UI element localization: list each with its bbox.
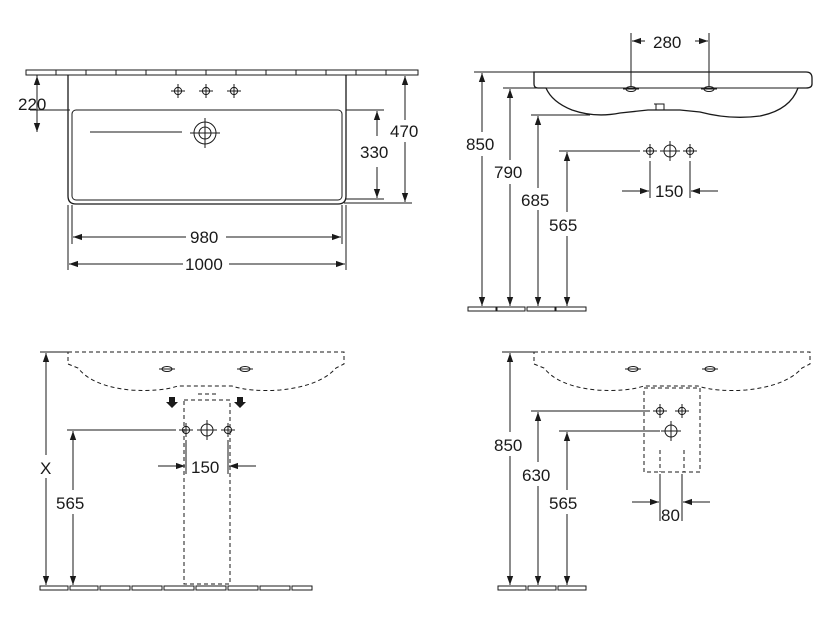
side-view: 280 850 790 685 565 — [466, 33, 813, 312]
basin-dashed-outline — [67, 351, 345, 391]
supply-connector-icon — [178, 422, 194, 438]
supply-connector-icon — [682, 143, 698, 159]
arrow-down-icon — [166, 397, 178, 408]
semi-pedestal-dashed-outline — [643, 387, 701, 473]
front-pedestal-view: X 565 150 — [39, 351, 345, 591]
dim-80-label: 80 — [661, 506, 680, 525]
wall-strip — [25, 69, 419, 76]
top-view: 220 470 330 980 1000 — [18, 69, 419, 274]
dim-685-label: 685 — [521, 191, 549, 210]
dim-220-label: 220 — [18, 95, 46, 114]
dim-150-label: 150 — [191, 458, 219, 477]
dim-850-label: 850 — [466, 135, 494, 154]
dim-1000-label: 1000 — [185, 255, 223, 274]
dim-980-label: 980 — [190, 228, 218, 247]
bowl-outline — [71, 109, 343, 201]
drain-connector-icon — [659, 140, 681, 162]
tap-hole-icon — [170, 83, 186, 99]
dim-470-label: 470 — [390, 122, 418, 141]
drain-connector-icon — [660, 420, 682, 442]
dim-330-label: 330 — [360, 143, 388, 162]
dim-x-label: X — [40, 459, 51, 478]
floor-strip — [39, 585, 313, 591]
tap-hole-icon — [226, 83, 242, 99]
drain-connector-icon — [196, 419, 218, 441]
dim-850-label: 850 — [494, 436, 522, 455]
basin-profile — [533, 71, 813, 118]
basin-outline — [67, 75, 347, 205]
arrow-down-icon — [234, 397, 246, 408]
drain-icon — [190, 118, 220, 148]
supply-connector-icon — [642, 143, 658, 159]
dim-150-label: 150 — [655, 182, 683, 201]
supply-connector-icon — [674, 403, 690, 419]
dim-565-label: 565 — [56, 494, 84, 513]
supply-connector-icon — [652, 403, 668, 419]
supply-connector-icon — [220, 422, 236, 438]
semi-pedestal-view: 850 630 565 80 — [494, 351, 811, 591]
dim-790-label: 790 — [494, 163, 522, 182]
floor-strip — [467, 306, 587, 312]
dim-630-label: 630 — [522, 466, 550, 485]
basin-dashed-outline — [533, 351, 811, 391]
tap-hole-icon — [198, 83, 214, 99]
dim-280-label: 280 — [653, 33, 681, 52]
dim-565-label: 565 — [549, 494, 577, 513]
pedestal-dashed-outline — [183, 399, 231, 585]
floor-strip — [497, 585, 587, 591]
dim-565-label: 565 — [549, 216, 577, 235]
